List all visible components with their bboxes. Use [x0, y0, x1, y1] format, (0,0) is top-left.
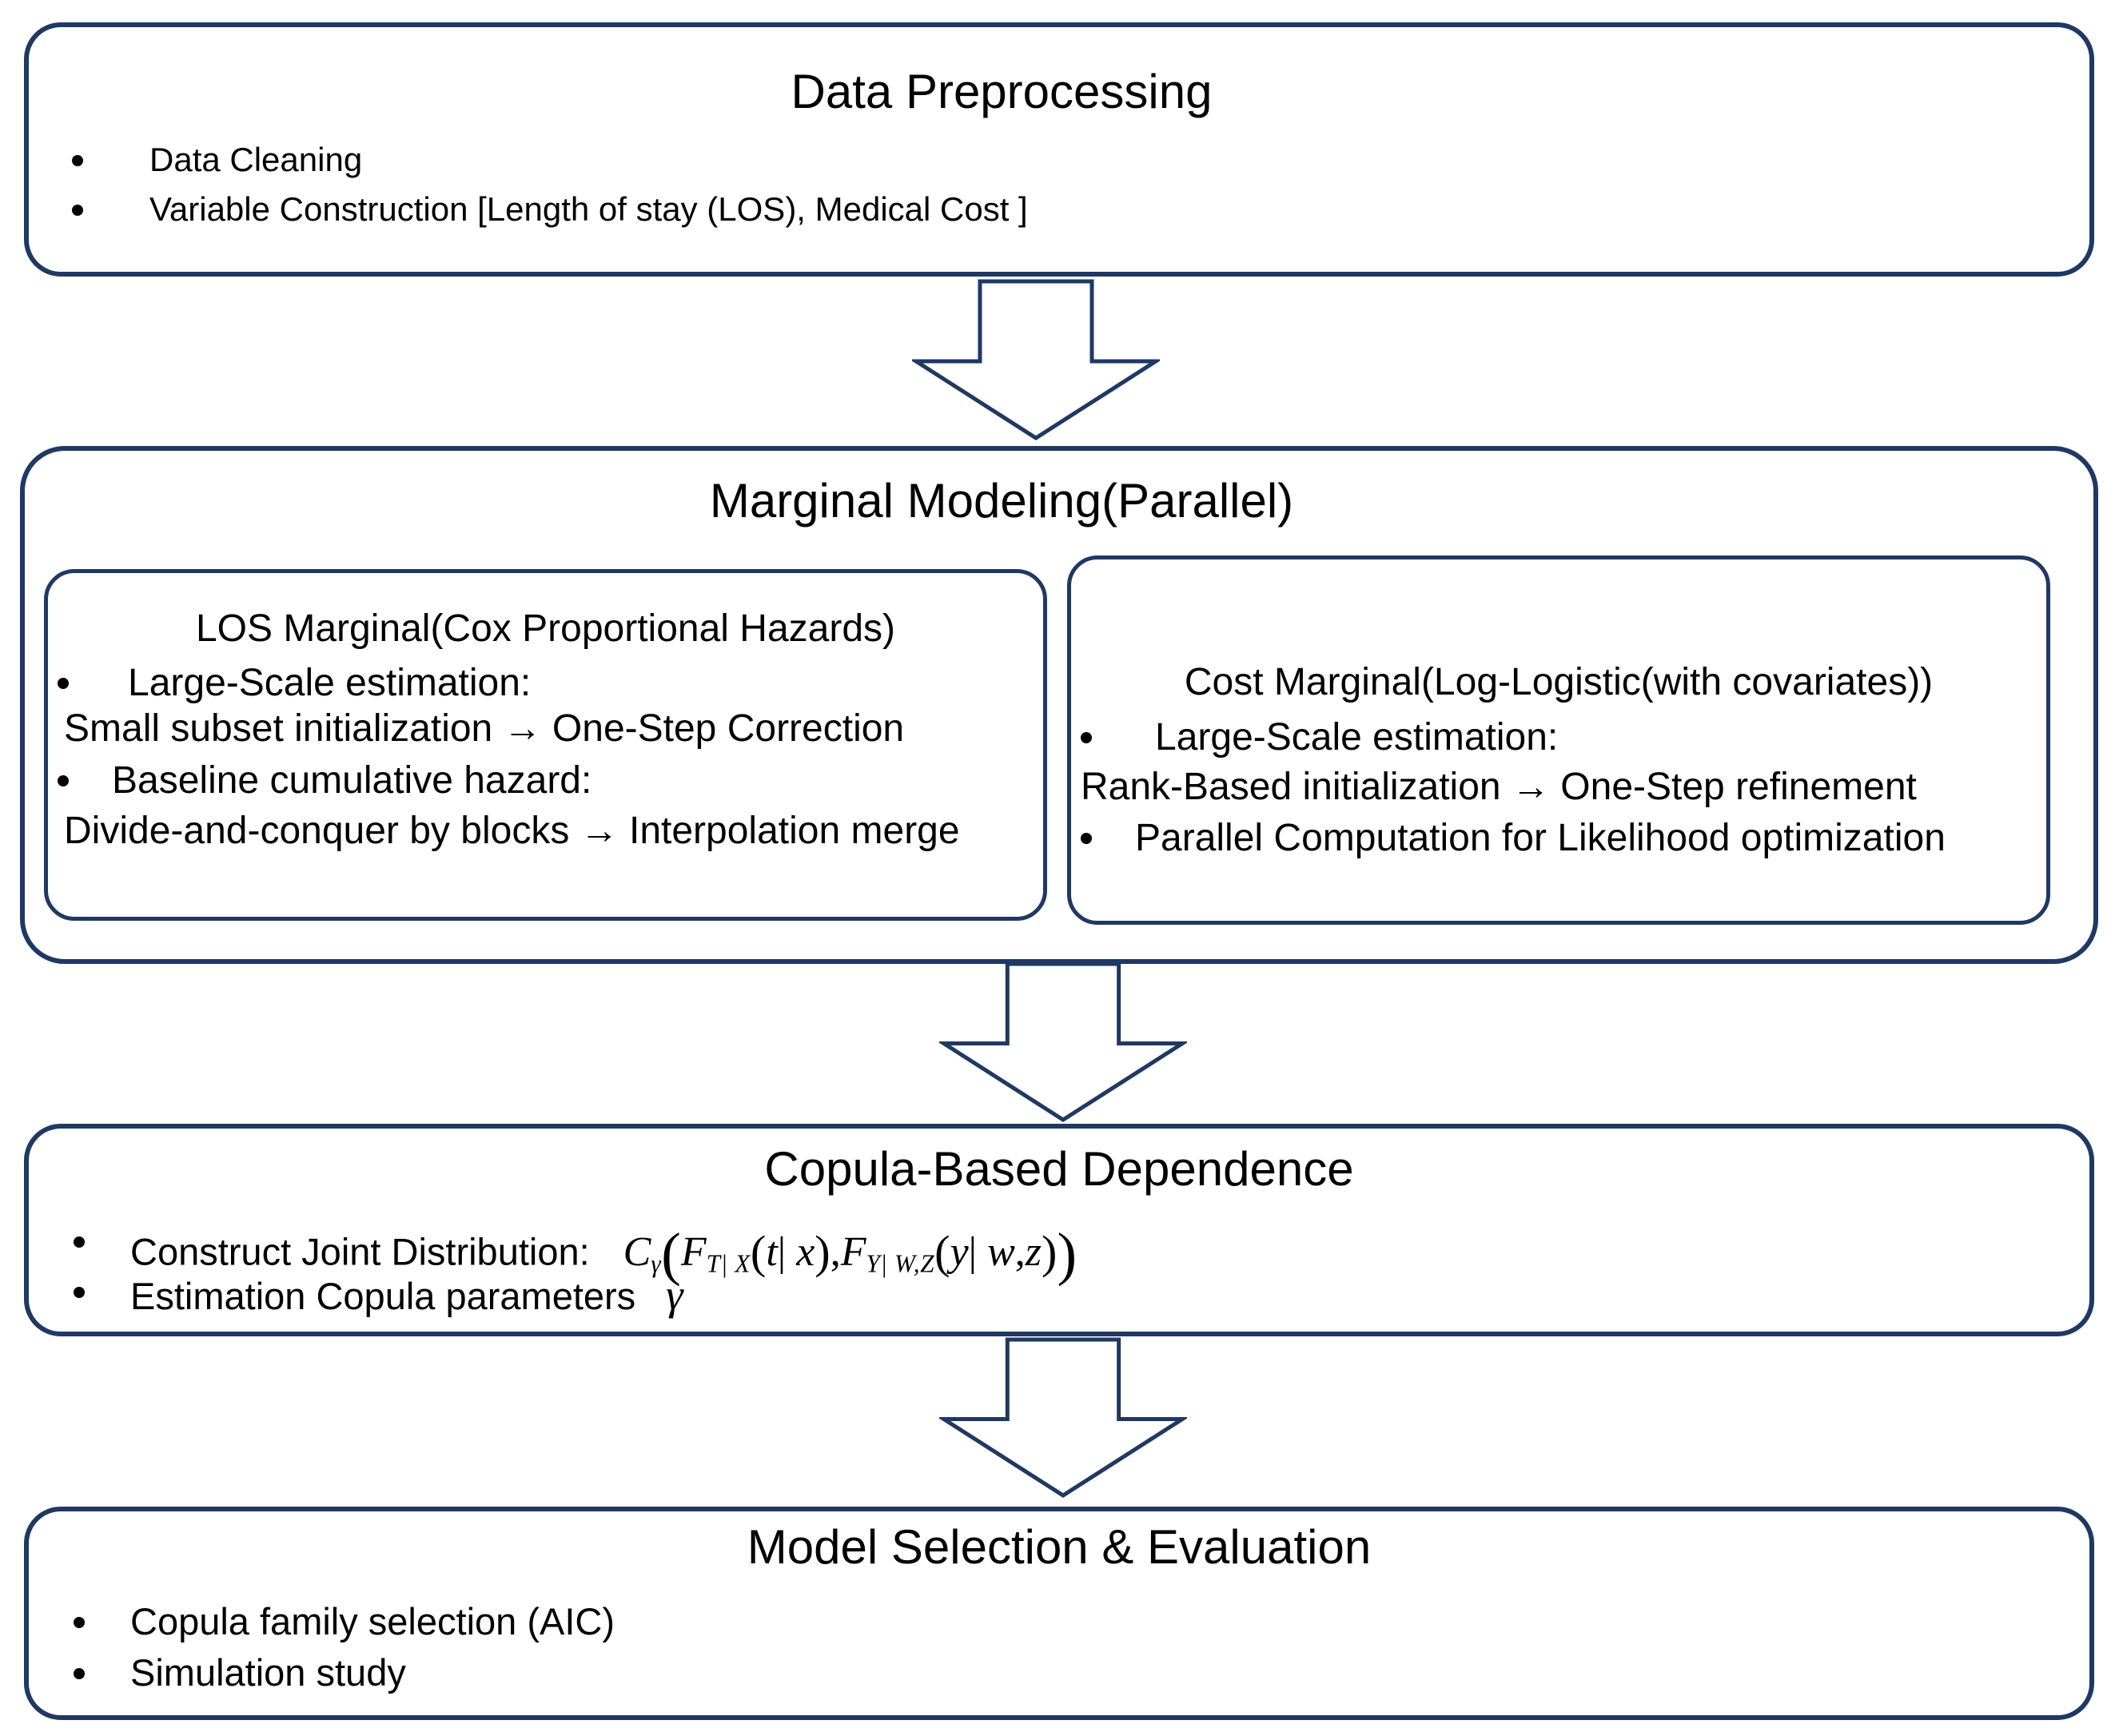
- copula-joint-formula: Cγ(FT| X(t| x),FY| W,Z(y| w,z)): [623, 1220, 1077, 1286]
- copula-bullet-joint-distribution: Construct Joint Distribution:Cγ(FT| X(t|…: [74, 1220, 1077, 1288]
- box-copula-dependence-title: Copula-Based Dependence: [764, 1142, 1354, 1196]
- bullet-dot-icon: [74, 1617, 85, 1628]
- flow-down-arrow-3: [939, 1337, 1187, 1498]
- los-line-baseline-hazard: Baseline cumulative hazard:: [58, 759, 591, 802]
- bullet-dot-icon: [1081, 833, 1092, 844]
- preprocessing-bullet-data-cleaning: Data Cleaning: [72, 141, 362, 179]
- cost-line-parallel-computation: Parallel Computation for Likelihood opti…: [1081, 816, 1946, 860]
- box-data-preprocessing-title: Data Preprocessing: [791, 65, 1213, 118]
- box-data-preprocessing: Data Preprocessing: [24, 22, 2094, 277]
- subbox-los-marginal: LOS Marginal(Cox Proportional Hazards): [44, 569, 1047, 921]
- subbox-cost-marginal: Cost Marginal(Log-Logistic(with covariat…: [1067, 555, 2050, 925]
- box-copula-dependence: Copula-Based Dependence: [24, 1124, 2094, 1336]
- bullet-dot-icon: [72, 205, 83, 216]
- subbox-cost-marginal-title: Cost Marginal(Log-Logistic(with covariat…: [1184, 661, 1934, 703]
- los-line-divide-conquer: Divide-and-conquer by blocks → Interpola…: [64, 810, 960, 852]
- evaluation-bullet-simulation: Simulation study: [74, 1651, 406, 1694]
- bullet-dot-icon: [74, 1236, 85, 1248]
- evaluation-bullet-copula-family: Copula family selection (AIC): [74, 1600, 615, 1643]
- cost-line-large-scale: Large-Scale estimation:: [1081, 715, 1558, 759]
- bullet-dot-icon: [74, 1287, 85, 1298]
- box-model-selection: Model Selection & Evaluation: [24, 1507, 2094, 1720]
- preprocessing-bullet-variable-construction: Variable Construction [Length of stay (L…: [72, 190, 1028, 229]
- los-line-small-subset: Small subset initialization → One-Step C…: [64, 707, 905, 750]
- flow-down-arrow-1: [912, 279, 1160, 440]
- box-model-selection-title: Model Selection & Evaluation: [747, 1520, 1372, 1574]
- bullet-dot-icon: [58, 678, 69, 689]
- bullet-dot-icon: [74, 1668, 85, 1679]
- los-line-large-scale: Large-Scale estimation:: [58, 661, 531, 705]
- bullet-dot-icon: [72, 155, 83, 166]
- flow-down-arrow-2: [939, 962, 1187, 1122]
- cost-line-rank-based: Rank-Based initialization → One-Step ref…: [1081, 766, 1917, 808]
- box-marginal-modeling-title: Marginal Modeling(Parallel): [709, 474, 1294, 528]
- gamma-symbol: γ: [666, 1271, 683, 1319]
- subbox-los-marginal-title: LOS Marginal(Cox Proportional Hazards): [195, 607, 895, 650]
- bullet-dot-icon: [1081, 732, 1092, 743]
- bullet-dot-icon: [58, 775, 69, 786]
